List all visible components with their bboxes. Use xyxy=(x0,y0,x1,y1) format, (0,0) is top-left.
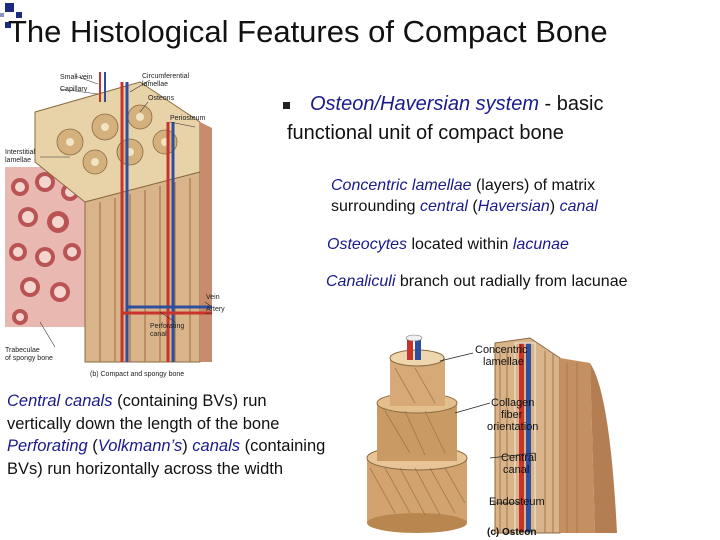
label-central-canal: canal xyxy=(503,464,529,476)
sub3-rest: branch out radially from lacunae xyxy=(395,273,628,290)
decor-square-1 xyxy=(5,3,14,12)
sub1-pre: surrounding xyxy=(331,198,420,215)
sub1-paren-close: ) xyxy=(549,198,560,215)
sub1-mid: (layers) of matrix xyxy=(471,177,596,194)
label-periosteum: Periosteum xyxy=(170,115,206,122)
sub2-mid: located within xyxy=(407,236,513,253)
bullet-osteon: Osteon/Haversian system - basic function… xyxy=(283,90,697,148)
term-lacunae: lacunae xyxy=(512,236,569,253)
bullet-marker xyxy=(283,102,290,109)
term-central: central xyxy=(419,198,468,215)
caption-compact-spongy: (b) Compact and spongy bone xyxy=(90,371,184,378)
label-trabeculae: Trabeculae xyxy=(5,347,40,354)
caption-osteon: (c) Osteon xyxy=(487,527,536,538)
label-perforating: Perforating xyxy=(150,323,184,330)
term-osteon: Osteon/Haversian system xyxy=(310,93,539,115)
term-haversian: Haversian xyxy=(477,198,550,215)
bullet-osteon-rest: - basic xyxy=(538,93,604,115)
label-fiber: fiber xyxy=(501,409,523,421)
label-capillary: Capillary xyxy=(60,86,88,93)
label-orientation: orientation xyxy=(487,421,538,433)
sub-concentric-lamellae: Concentric lamellae (layers) of matrix s… xyxy=(331,175,711,217)
term-canaliculi: Canaliculi xyxy=(326,273,396,290)
label-interstitial: Interstitial xyxy=(5,149,35,156)
decor-square-2 xyxy=(16,12,22,18)
term-central-canals: Central canals xyxy=(7,392,113,410)
label-small-vein: Small vein xyxy=(60,74,92,81)
label-concentric: Concentric xyxy=(475,344,528,356)
sub-canaliculi: Canaliculi branch out radially from lacu… xyxy=(326,271,716,292)
label-collagen: Collagen xyxy=(491,397,534,409)
label-concentric-lamellae: lamellae xyxy=(483,356,524,368)
sub1-paren-open: ( xyxy=(467,198,478,215)
term-perforating: Perforating xyxy=(7,437,88,455)
decor-square-4 xyxy=(0,13,4,17)
p2-paren-open: ( xyxy=(87,437,98,455)
term-concentric-lamellae: Concentric lamellae xyxy=(331,177,472,194)
label-circumferential: Circumferential xyxy=(142,73,190,80)
label-perforating-canal: canal xyxy=(150,331,167,338)
label-of-spongy: of spongy bone xyxy=(5,355,53,362)
label-artery: Artery xyxy=(206,306,225,313)
p2-paren-close: ) xyxy=(182,437,193,455)
label-circumferential-lamellae: lamellae xyxy=(142,81,168,88)
term-canals: canals xyxy=(192,437,240,455)
label-interstitial-lamellae: lamellae xyxy=(5,157,31,164)
decor-square-3 xyxy=(5,22,11,28)
osteon-figure: Concentric lamellae Collagen fiber orien… xyxy=(355,333,717,538)
slide-title: The Histological Features of Compact Bon… xyxy=(8,14,608,49)
term-canal: canal xyxy=(559,198,598,215)
central-canals-paragraph: Central canals (containing BVs) run vert… xyxy=(7,390,327,435)
term-volkmanns: Volkmann’s xyxy=(97,437,183,455)
label-osteons: Osteons xyxy=(148,95,175,102)
perforating-canals-paragraph: Perforating (Volkmann’s) canals (contain… xyxy=(7,435,327,480)
term-osteocytes: Osteocytes xyxy=(327,236,408,253)
compact-bone-figure: Small vein Capillary Circumferential lam… xyxy=(0,62,262,384)
label-central: Central xyxy=(501,452,536,464)
label-endosteum: Endosteum xyxy=(489,496,545,508)
canals-description: Central canals (containing BVs) run vert… xyxy=(7,390,327,480)
bullet-osteon-line2: functional unit of compact bone xyxy=(287,122,564,144)
p2-rest: (containing BVs) run horizontally across… xyxy=(7,437,326,478)
label-vein: Vein xyxy=(206,294,220,301)
sub-osteocytes: Osteocytes located within lacunae xyxy=(327,234,707,255)
p1-rest: (containing BVs) run vertically down the… xyxy=(7,392,280,433)
